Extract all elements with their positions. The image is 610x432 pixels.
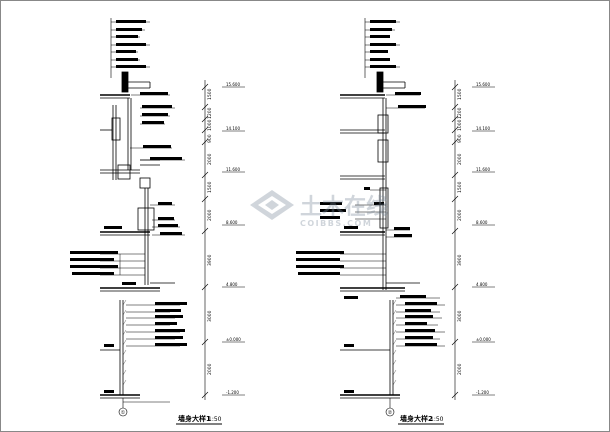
watermark: 土木在线 COIBBS.COM [250, 190, 388, 228]
dimension-texts-2: 1500 1200 1000 900 2000 1500 2000 3900 3… [457, 88, 463, 375]
dim-2-5: 1500 [457, 181, 463, 193]
dim-1-2: 1000 [207, 119, 213, 131]
window-note-blocks-1 [104, 202, 182, 235]
dim-1-6: 2000 [207, 209, 213, 221]
dim-1-8: 3000 [207, 310, 213, 322]
drawing-title-1: 墙身大样1 [178, 414, 211, 423]
dim-1-7: 3900 [207, 254, 213, 266]
elev-1-1: 14.100 [226, 126, 240, 131]
left-leaders-2 [340, 253, 386, 276]
dim-1-5: 1500 [207, 181, 213, 193]
watermark-main: 土木在线 [300, 194, 388, 220]
elevation-markers-1 [222, 86, 245, 396]
dim-2-2: 1000 [457, 119, 463, 131]
elev-1-0: 15.600 [226, 82, 240, 87]
wall-line-1 [100, 98, 160, 180]
elevation-texts-2: 15.600 14.100 11.600 8.600 4.800 ±0.000 … [476, 82, 491, 395]
note-blocks-2 [370, 20, 396, 68]
window-frame-1 [100, 177, 155, 285]
dimension-texts-1: 1500 1200 1000 900 2000 1500 2000 3900 3… [207, 88, 213, 375]
dim-2-4: 2000 [457, 153, 463, 165]
basement-hatch-1 [122, 299, 127, 386]
parapet-2 [340, 71, 406, 99]
elev-2-3: 8.600 [476, 220, 488, 225]
basement-note-blocks-1 [104, 282, 187, 393]
drawing-scale-2: 1:50 [430, 416, 444, 423]
elev-1-6: -1.200 [226, 390, 239, 395]
mid-note-blocks-1 [140, 92, 182, 160]
axis-label-2: ② [388, 410, 393, 416]
ground-slab-2 [340, 282, 420, 399]
dim-2-1: 1200 [457, 107, 463, 119]
dim-2-0: 1500 [457, 88, 463, 100]
drawing-title-2: 墙身大样2 [400, 414, 433, 423]
dim-1-4: 2000 [207, 153, 213, 165]
mid-note-blocks-2 [320, 92, 426, 237]
elev-2-1: 14.100 [476, 126, 490, 131]
dim-2-3: 900 [457, 134, 463, 143]
dim-1-0: 1500 [207, 88, 213, 100]
dim-2-7: 3900 [457, 254, 463, 266]
watermark-sub: COIBBS.COM [300, 219, 372, 228]
ground-slab-1 [100, 282, 175, 399]
elev-2-4: 4.800 [476, 282, 488, 287]
elevation-markers-2 [472, 86, 495, 396]
dim-1-1: 1200 [207, 107, 213, 119]
elev-2-5: ±0.000 [476, 337, 491, 342]
dimension-chain-2 [451, 80, 459, 400]
elev-2-0: 15.600 [476, 82, 490, 87]
dim-1-3: 900 [207, 134, 213, 143]
dimension-chain-1 [201, 80, 209, 400]
elevation-texts-1: 15.600 14.100 11.600 8.600 4.800 ±0.000 … [226, 82, 241, 395]
elev-1-4: 4.800 [226, 282, 238, 287]
dim-2-9: 2000 [457, 363, 463, 375]
axis-marker-2 [385, 398, 395, 417]
note-blocks-1 [116, 20, 146, 68]
elev-1-5: ±0.000 [226, 337, 241, 342]
elev-2-2: 11.600 [476, 167, 490, 172]
dim-2-8: 3000 [457, 310, 463, 322]
elev-1-3: 8.600 [226, 220, 238, 225]
dim-2-6: 2000 [457, 209, 463, 221]
wall-line-2 [340, 98, 389, 290]
left-note-blocks-1 [70, 251, 118, 275]
axis-marker-1 [118, 398, 170, 417]
dim-1-9: 2000 [207, 363, 213, 375]
watermark-logo [250, 190, 294, 220]
basement-note-blocks-2 [344, 295, 437, 393]
basement-hatch-2 [392, 299, 397, 386]
left-note-blocks-2 [296, 251, 344, 275]
parapet-1 [100, 71, 151, 99]
elev-2-6: -1.200 [476, 390, 489, 395]
wall-section-2: ② 1500 1200 1000 900 2000 1500 2000 3900… [296, 18, 495, 425]
wall-section-1: ① 1500 1200 1000 900 2000 1500 2000 3900 [70, 18, 245, 425]
drawing-scale-1: 1:50 [208, 416, 222, 423]
elev-1-2: 11.600 [226, 167, 240, 172]
axis-label-1: ① [121, 410, 126, 416]
